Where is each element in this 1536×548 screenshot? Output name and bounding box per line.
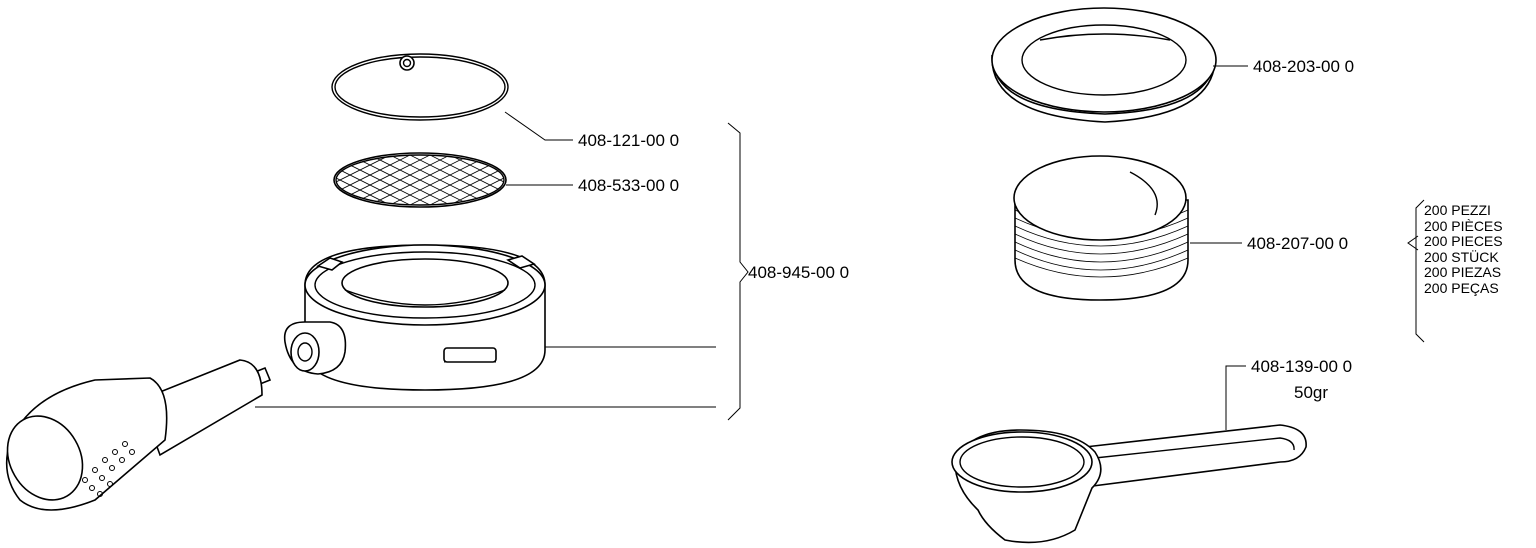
label-filter-papers: 408-207-00 0 [1247, 234, 1349, 253]
label-holder-assembly: 408-945-00 0 [748, 263, 850, 282]
handle-part [5, 359, 272, 511]
label-measuring-scoop: 408-139-00 0 [1251, 357, 1353, 376]
leader-line-spring-ring [504, 111, 573, 141]
leader-line-scoop [1225, 365, 1246, 430]
filter-holder-body [283, 244, 546, 391]
filter-papers-part [1013, 155, 1189, 301]
assembly-brace [727, 122, 749, 421]
quantity-spanish: 200 PIEZAS [1424, 264, 1502, 280]
quantity-english: 200 PIECES [1424, 233, 1503, 249]
quantity-brace [1415, 199, 1425, 343]
gasket-part [991, 7, 1217, 123]
quantity-german: 200 STÜCK [1424, 248, 1499, 265]
quantity-brace-small [1407, 235, 1419, 251]
filter-paper-quantity-list: 200 PEZZI 200 PIÈCES 200 PIECES 200 STÜC… [1424, 202, 1503, 296]
label-spring-ring: 408-121-00 0 [578, 131, 680, 150]
label-scoop-capacity: 50gr [1294, 383, 1329, 402]
measuring-scoop-part [951, 424, 1307, 544]
spring-ring-part [331, 53, 509, 121]
label-gasket: 408-203-00 0 [1253, 57, 1355, 76]
quantity-portuguese: 200 PEÇAS [1424, 279, 1499, 296]
quantity-french: 200 PIÈCES [1424, 217, 1503, 234]
quantity-italian: 200 PEZZI [1424, 202, 1491, 218]
label-filter-screen: 408-533-00 0 [578, 176, 680, 195]
filter-screen-part [333, 152, 507, 208]
